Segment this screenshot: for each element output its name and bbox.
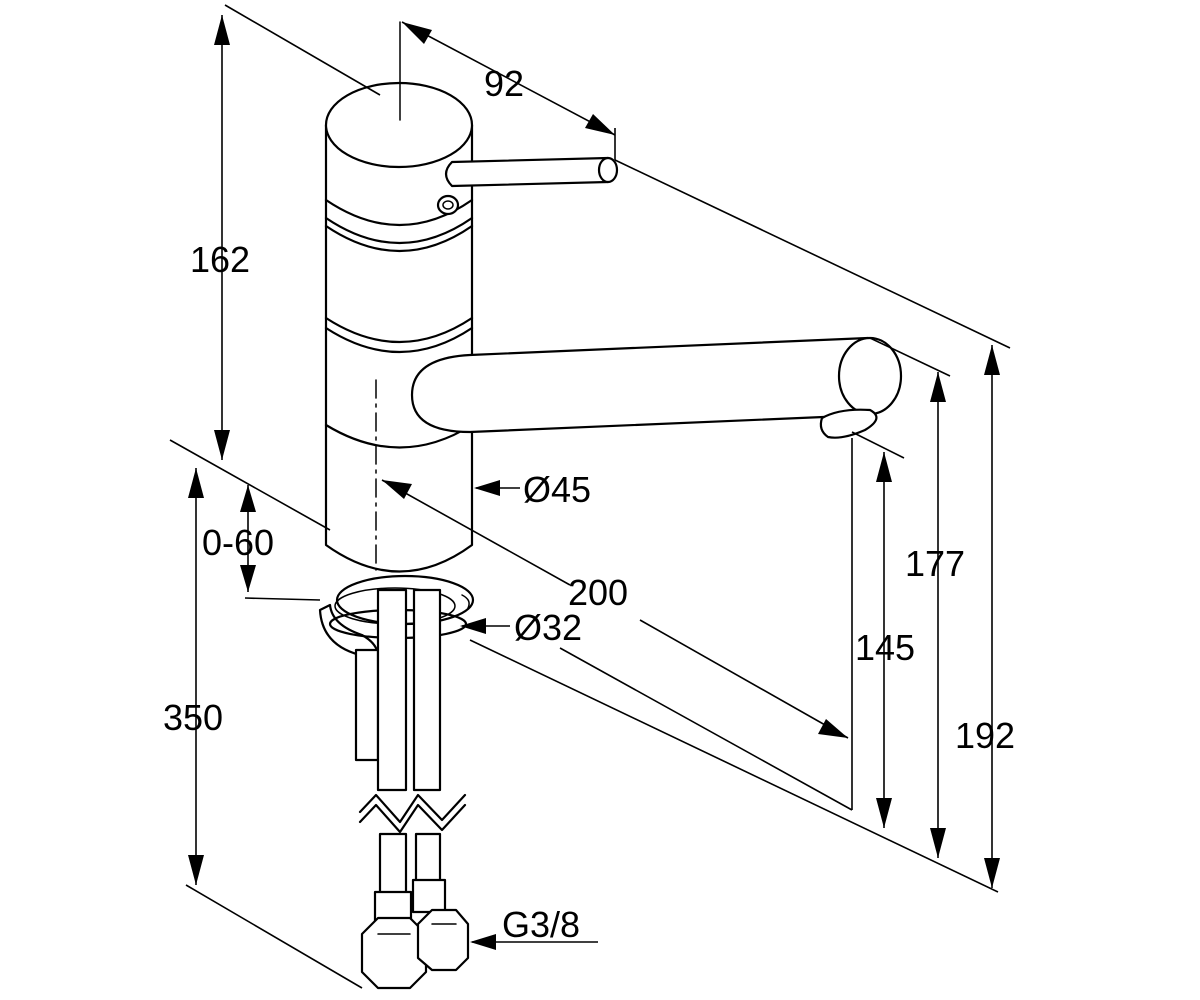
label-177: 177	[905, 543, 965, 584]
label-45: Ø45	[523, 469, 591, 510]
spout-end	[837, 336, 903, 416]
ext-145-top	[851, 431, 905, 459]
ext-177-top	[869, 337, 951, 377]
dim-192-arrow-bottom	[984, 858, 1000, 888]
lever-screw	[436, 194, 460, 216]
lever-screw-inner	[442, 200, 454, 210]
ext-top-diagonal	[224, 4, 381, 96]
break-line-1	[358, 793, 467, 824]
dim-177-arrow-top	[930, 372, 946, 402]
label-32: Ø32	[514, 607, 582, 648]
middle-band-line-2	[324, 326, 474, 353]
label-350: 350	[163, 697, 223, 738]
dim-92-arrow-right	[585, 114, 615, 135]
faucet-top-cap	[324, 81, 474, 169]
dim-200-arrow-left	[382, 480, 412, 499]
middle-band-line	[324, 316, 474, 343]
dim-92-arrow-left	[402, 22, 432, 44]
ext-mid-long-diagonal	[559, 647, 853, 811]
dim-162-arrow-bottom	[214, 430, 230, 460]
hose-left-upper	[376, 588, 408, 792]
lever-tip	[597, 156, 619, 184]
spout	[410, 336, 903, 439]
dim-thread-arrow	[470, 934, 496, 950]
hex-nut-right	[416, 908, 470, 972]
supply-hoses	[354, 588, 470, 990]
label-thread: G3/8	[502, 904, 580, 945]
coupling-right	[411, 878, 447, 914]
ext-lower-long-diagonal	[469, 639, 999, 893]
dim-145-arrow-bottom	[876, 798, 892, 828]
break-line-2	[358, 803, 467, 834]
dim-32-arrow	[460, 618, 486, 634]
dimension-lines	[169, 4, 1011, 989]
upper-band-line-2	[324, 224, 474, 252]
dim-162-arrow-top	[214, 15, 230, 45]
dimension-labels: 92 162 Ø45 0-60 200 Ø32 177 145 192 350 …	[163, 63, 1015, 945]
lever-arm	[444, 156, 615, 188]
label-162: 162	[190, 239, 250, 280]
upper-band-line	[324, 216, 474, 244]
hose-right-upper	[412, 588, 442, 792]
dim-200-line-b	[639, 619, 849, 739]
label-192: 192	[955, 715, 1015, 756]
label-145: 145	[855, 627, 915, 668]
hex-nut-left	[360, 916, 428, 990]
label-0-60: 0-60	[202, 522, 274, 563]
ext-bottom-diagonal	[185, 884, 363, 989]
dim-0-60-ext	[244, 597, 321, 601]
dim-0-60-arrow-top	[240, 485, 256, 512]
dim-192-arrow-top	[984, 345, 1000, 375]
faucet-body	[324, 21, 474, 573]
ext-deck-diagonal	[169, 439, 331, 531]
lower-band-line	[324, 423, 474, 449]
dim-32-curve	[461, 594, 470, 609]
label-92: 92	[484, 63, 524, 104]
dim-200-line-a	[381, 479, 571, 586]
dim-145-arrow-top	[876, 452, 892, 482]
ext-top-right-diagonal	[614, 159, 1011, 349]
aerator	[819, 408, 878, 439]
lever-handle	[436, 156, 619, 216]
hose-left-lower	[378, 832, 408, 896]
dim-45-arrow	[474, 480, 500, 496]
dim-92-line	[401, 21, 616, 136]
dim-0-60-arrow-bottom	[240, 565, 256, 592]
dim-350-arrow-top	[188, 468, 204, 498]
label-200: 200	[568, 572, 628, 613]
dim-177-arrow-bottom	[930, 828, 946, 858]
dim-350-arrow-bottom	[188, 855, 204, 885]
dim-200-arrow-right	[818, 719, 848, 738]
spout-tube	[410, 336, 872, 434]
threaded-rod	[354, 648, 380, 762]
faucet-cylinder	[324, 123, 474, 573]
